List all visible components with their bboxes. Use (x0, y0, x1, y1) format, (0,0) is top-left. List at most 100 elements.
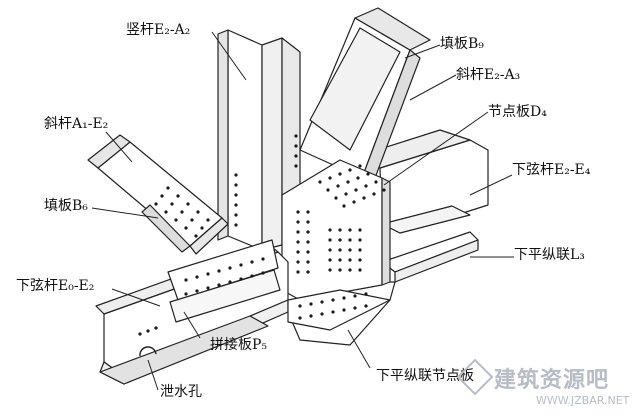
leader-gusset-d4 (383, 111, 489, 186)
watermark-url: WWW.JZBAR.NET (536, 394, 630, 407)
label-splice-plate-p5: 拼接板P₅ (210, 337, 268, 353)
bolt-gusset-upper (374, 180, 378, 184)
bolt-vertical-member (234, 193, 238, 197)
bolt-vertical-member (234, 183, 238, 187)
label-filler-b9: 填板B₉ (440, 36, 484, 52)
bolt-diagonal-a1e2 (184, 226, 188, 230)
bolt-diagonal-a1e2 (190, 218, 194, 222)
bolt-gusset-left (296, 260, 300, 264)
bolt-gusset-right (358, 258, 362, 262)
bolt-splice-p5 (239, 277, 243, 281)
label-drain-hole: 泄水孔 (160, 384, 202, 400)
bolt-gusset-upper (352, 200, 356, 204)
bolt-diagonal-a1e2 (196, 210, 200, 214)
vertical-member-web (227, 29, 263, 251)
bolt-gusset-right (348, 228, 352, 232)
bolt-gusset-upper (358, 164, 362, 168)
bolt-gusset-left (306, 240, 310, 244)
bolt-gusset-upper (366, 172, 370, 176)
bolt-vertical-member (234, 203, 238, 207)
bolt-bottom-chord (138, 332, 142, 336)
bolt-gusset-right (348, 248, 352, 252)
leader-lateral-gusset (347, 329, 371, 369)
bolt-gusset-left (306, 230, 310, 234)
bolt-splice-p5 (206, 272, 210, 276)
bolt-diagonal-a1e2 (176, 194, 180, 198)
bolt-gusset-right (328, 268, 332, 272)
bolt-gusset-right (348, 258, 352, 262)
splice-plate-p5 (167, 239, 279, 301)
bolt-diagonal-a1e2 (170, 202, 174, 206)
bolt-splice-p5 (250, 260, 254, 264)
bolt-gusset-right (338, 248, 342, 252)
bolt-gusset-right (358, 248, 362, 252)
bolt-lateral-gusset (342, 296, 346, 300)
bolt-gusset-right (328, 228, 332, 232)
splice-plate-p5-lower (169, 269, 281, 323)
bolt-splice-p5 (261, 257, 265, 261)
bolt-gusset-right (328, 258, 332, 262)
bolt-gusset-upper (356, 176, 360, 180)
bolt-gusset-left (306, 220, 310, 224)
bolt-gusset-upper (328, 176, 332, 180)
bolt-gusset-upper (346, 180, 350, 184)
bolt-diagonal-a1e2 (154, 202, 158, 206)
bolt-lateral-gusset (309, 302, 313, 306)
bolt-diagonal-a1e2 (174, 218, 178, 222)
bolt-diagonal-a1e2 (160, 194, 164, 198)
label-lateral-gusset: 下平纵联节点板 (376, 368, 474, 384)
bolt-gusset-left (306, 210, 310, 214)
bolt-gusset-left (296, 270, 300, 274)
bolt-diagonal-a1e2 (200, 226, 204, 230)
gusset-plate-d4-edge (381, 177, 391, 286)
label-lateral-brace-l3: 下平纵联L₃ (514, 247, 585, 263)
leader-vertical-member (211, 31, 247, 81)
bolt-vertical-back (294, 134, 298, 138)
leader-filler-b6 (91, 207, 159, 219)
bottom-connection-plate (287, 289, 391, 331)
filler-b6-plate (141, 204, 191, 253)
bolt-lateral-gusset (353, 306, 357, 310)
leader-bottom-chord-e2e4 (469, 174, 513, 196)
label-diagonal-e2a3: 斜杆E₂-A₃ (456, 67, 521, 83)
bolt-diagonal-a1e2 (180, 210, 184, 214)
bolt-diagonal-a1e2 (194, 234, 198, 238)
bolt-splice-p5 (206, 286, 210, 290)
bolt-gusset-upper (334, 196, 338, 200)
bolt-lateral-gusset (353, 294, 357, 298)
bolt-diagonal-a1e2 (186, 202, 190, 206)
bolt-splice-p5 (184, 292, 188, 296)
filler-b9-plate (354, 7, 431, 51)
bolt-gusset-left (296, 240, 300, 244)
bolt-lateral-gusset (320, 300, 324, 304)
bolt-gusset-right (358, 268, 362, 272)
bolt-vertical-member (234, 173, 238, 177)
bolt-gusset-upper (348, 168, 352, 172)
bolt-gusset-left (306, 250, 310, 254)
bolt-gusset-upper (342, 204, 346, 208)
watermark-title: 建筑资源吧 (494, 368, 610, 393)
bolt-gusset-right (328, 248, 332, 252)
bottom-chord-e2-e4-flange (381, 205, 471, 234)
vertical-member-flange-right (261, 37, 283, 251)
bolt-splice-p5 (195, 289, 199, 293)
bolt-splice-p5 (261, 271, 265, 275)
bolt-lateral-gusset (364, 304, 368, 308)
bolt-lateral-gusset (331, 298, 335, 302)
bolt-gusset-right (338, 268, 342, 272)
bolt-splice-p5 (184, 278, 188, 282)
bolt-gusset-left (306, 260, 310, 264)
bolt-splice-p5 (217, 283, 221, 287)
bolt-bottom-chord (154, 326, 158, 330)
bolt-vertical-back (294, 154, 298, 158)
bolt-gusset-right (358, 228, 362, 232)
bolt-lateral-gusset (309, 314, 313, 318)
bolt-gusset-left (296, 210, 300, 214)
bolt-splice-p5 (228, 266, 232, 270)
label-bottom-chord-e0e2: 下弦杆E₀-E₂ (16, 278, 95, 294)
bolt-lateral-gusset (342, 308, 346, 312)
bolt-splice-p5 (239, 263, 243, 267)
diagonal-a1-e2-top (87, 134, 131, 169)
leader-diagonal-e2a3 (409, 74, 457, 101)
